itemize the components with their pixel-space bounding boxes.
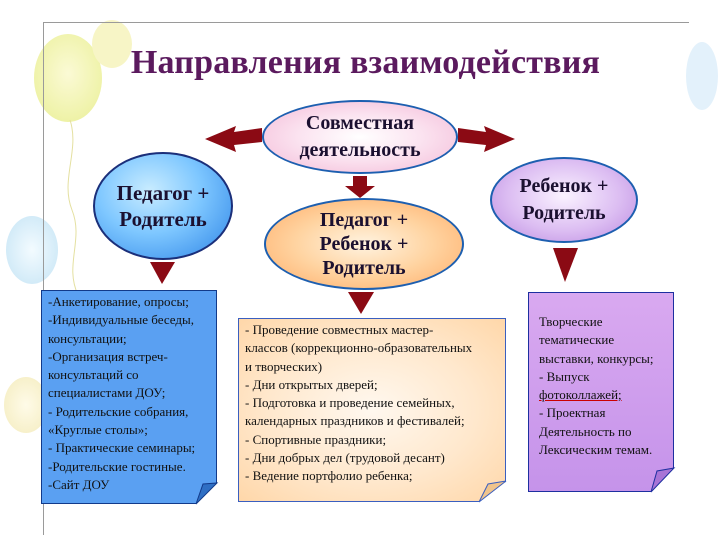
- list-item: - Родительские собрания,: [48, 403, 189, 419]
- list-item: консультаций со: [48, 367, 139, 383]
- list-item: Лексическим темам.: [539, 442, 653, 458]
- list-item: календарных праздников и фестивалей;: [245, 413, 465, 429]
- node-teacher-parent: Педагог + Родитель: [93, 152, 233, 260]
- list-item: консультации;: [48, 330, 127, 346]
- page-curl-left: [195, 482, 219, 505]
- balloon-yellow-small: [92, 20, 132, 68]
- list-item: - Ведение портфолио ребенка;: [245, 468, 413, 484]
- list-child-parent: Творческие тематические выставки, конкур…: [528, 292, 674, 492]
- list-item: - Дни добрых дел (трудовой десант): [245, 450, 445, 466]
- balloon-cream: [4, 377, 48, 433]
- arrow-center-to-right: [458, 126, 515, 152]
- list-item: тематические: [539, 332, 615, 348]
- list-item: специалистами ДОУ;: [48, 385, 166, 401]
- arrow-center-to-left: [205, 126, 262, 152]
- arrow-middle-to-box: [348, 292, 374, 314]
- node-child-parent: Ребенок + Родитель: [490, 157, 638, 243]
- list-item: -Родительские гостиные.: [48, 458, 186, 474]
- balloon-string: [67, 119, 79, 296]
- list-item: выставки, конкурсы;: [539, 350, 654, 366]
- list-item: и творческих): [245, 358, 323, 374]
- list-item: -Индивидуальные беседы,: [48, 312, 194, 328]
- node-teacher-child-parent: Педагог + Ребенок + Родитель: [264, 198, 464, 290]
- list-item: классов (коррекционно-образовательных: [245, 340, 473, 356]
- list-teacher-child-parent: - Проведение совместных мастер- классов …: [238, 318, 506, 502]
- page-curl-right: [650, 467, 676, 493]
- list-item: - Спортивные праздники;: [245, 431, 387, 447]
- slide-frame: [43, 22, 689, 535]
- balloon-blue: [6, 216, 58, 284]
- list-item: фотоколлажей;: [539, 387, 622, 403]
- list-item: - Проведение совместных мастер-: [245, 322, 434, 337]
- list-item: Деятельность по: [539, 423, 632, 439]
- list-item: - Дни открытых дверей;: [245, 376, 378, 392]
- balloon-yellow: [34, 34, 102, 122]
- arrow-right-to-box: [553, 248, 578, 282]
- list-item: - Подготовка и проведение семейных,: [245, 395, 455, 411]
- list-item: -Анкетирование, опросы;: [48, 294, 189, 309]
- list-item: - Практические семинары;: [48, 440, 196, 456]
- arrow-left-to-box: [150, 262, 175, 284]
- list-teacher-parent: -Анкетирование, опросы; -Индивидуальные …: [41, 290, 217, 504]
- list-item: - Проектная: [539, 405, 606, 421]
- list-item: -Организация встреч-: [48, 348, 168, 364]
- list-item: Творческие: [539, 314, 603, 329]
- slide-title: Направления взаимодействия: [130, 44, 601, 81]
- list-item: «Круглые столы»;: [48, 422, 148, 438]
- node-joint-activity: Совместная деятельность: [262, 100, 458, 174]
- balloon-blue-right: [686, 42, 718, 110]
- list-item: -Сайт ДОУ: [48, 476, 110, 492]
- arrow-center-to-middle: [345, 176, 375, 198]
- page-curl-middle: [478, 480, 507, 503]
- list-item: - Выпуск: [539, 368, 590, 384]
